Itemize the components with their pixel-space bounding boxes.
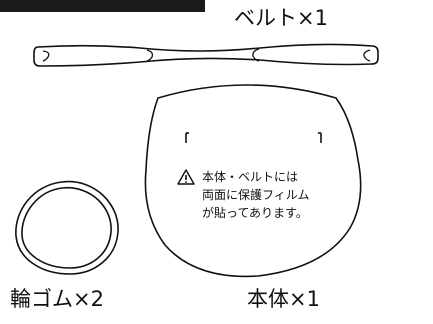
body-label: 本体×1 bbox=[247, 287, 320, 311]
belt-part bbox=[33, 43, 379, 67]
belt-slot-center-left bbox=[146, 49, 154, 62]
notice-line-1: 本体・ベルトには bbox=[202, 170, 299, 184]
warning-triangle-icon bbox=[177, 169, 195, 185]
belt-label: ベルト×1 bbox=[234, 6, 328, 30]
belt-slot-center-right bbox=[252, 48, 260, 62]
body-outline bbox=[144, 84, 362, 278]
notice-line-2: 両面に保護フィルム bbox=[202, 188, 310, 202]
belt-outline bbox=[33, 43, 379, 67]
rubber-band-inner bbox=[21, 187, 112, 269]
protective-film-notice: 本体・ベルトには 両面に保護フィルム が貼ってあります。 bbox=[177, 168, 310, 222]
body-part bbox=[144, 84, 362, 278]
header-bar bbox=[0, 0, 205, 12]
rubber-band-outer bbox=[15, 180, 119, 275]
rubber-band-part bbox=[15, 180, 119, 275]
belt-slot-left bbox=[42, 50, 50, 62]
belt-slot-right bbox=[363, 49, 371, 62]
notice-line-3: が貼ってあります。 bbox=[202, 206, 308, 220]
rubber-band-label: 輪ゴム×2 bbox=[10, 287, 104, 311]
